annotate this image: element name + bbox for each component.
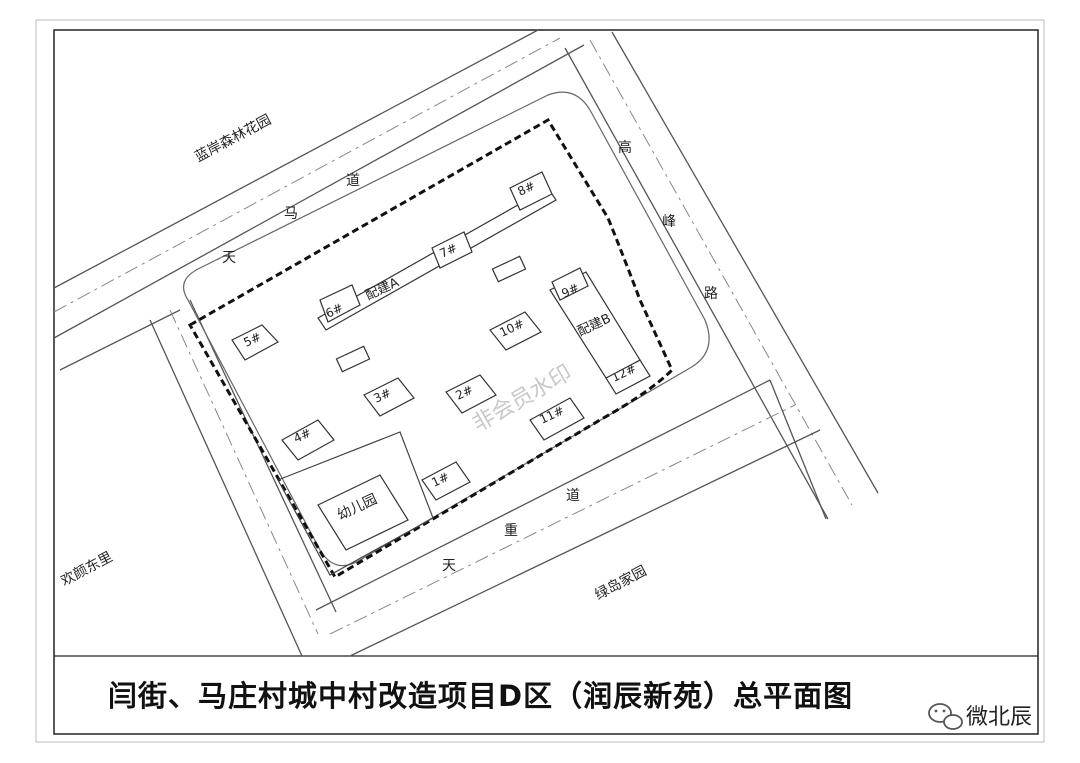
tianma-road (53, 29, 585, 371)
building-3-label: 3# (371, 386, 393, 406)
facility-block (335, 345, 371, 373)
drawing-title: 闫街、马庄村城中村改造项目D区（润辰新苑）总平面图 (108, 679, 853, 713)
building-6-label: 6# (323, 301, 345, 321)
block-outline (182, 91, 710, 567)
lanan-label: 蓝岸森林花园 (192, 112, 274, 166)
building-2-label: 2# (453, 383, 475, 403)
building-4: 4# (281, 419, 335, 461)
huanying-label: 欢颜东里 (58, 549, 115, 589)
peijian-b-strip: 9# 配建B (549, 267, 641, 379)
project-boundary (187, 117, 674, 580)
logo-text: 微北辰 (966, 705, 1032, 730)
building-1-label: 1# (429, 470, 451, 490)
kindergarten-lot (277, 431, 434, 576)
building-5-label: 5# (241, 330, 263, 350)
peijian-a-strip: 6# 7# 8# 配建A (317, 171, 557, 331)
gaofeng-label-1: 高 (618, 139, 632, 156)
gaofeng-label-2: 峰 (662, 214, 676, 230)
gaofeng-road (564, 31, 879, 520)
building-3: 3# (363, 377, 415, 417)
tianma-label-3: 道 (346, 173, 360, 189)
building-10: 10# (489, 311, 542, 351)
building-4-label: 4# (291, 426, 313, 446)
building-2: 2# (445, 374, 497, 414)
tianma-label-2: 马 (284, 206, 298, 222)
building-8-label: 8# (515, 179, 537, 199)
gaofeng-label-3: 路 (704, 286, 718, 302)
outer-frame (35, 19, 1045, 743)
west-road (149, 299, 337, 657)
tianzhong-road (315, 379, 827, 657)
tianzhong-label-1: 天 (442, 558, 456, 574)
tianzhong-label-3: 道 (566, 488, 580, 504)
drawing-frame (53, 29, 1039, 735)
facility-block-2 (491, 255, 527, 283)
building-1: 1# (421, 461, 471, 501)
kindergarten-building: 幼儿园 (317, 474, 409, 551)
peijian-a-label: 配建A (363, 275, 401, 303)
tianzhong-label-2: 重 (504, 523, 518, 539)
building-7-label: 7# (437, 241, 459, 261)
building-5: 5# (231, 324, 279, 361)
lvdao-label: 绿岛家园 (592, 562, 649, 603)
tianma-label-1: 天 (222, 250, 236, 266)
wechat-logo-icon (928, 703, 963, 730)
building-9-label: 9# (559, 281, 581, 301)
